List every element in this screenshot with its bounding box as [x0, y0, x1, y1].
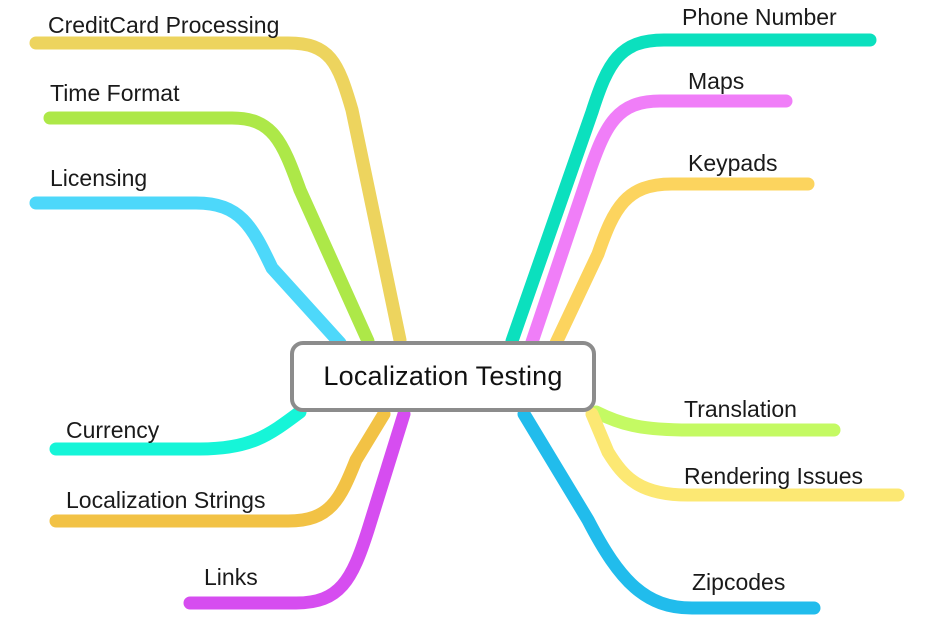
- branch-connector[interactable]: [525, 94, 793, 349]
- branch-connector[interactable]: [29, 196, 347, 350]
- branch-connector[interactable]: [517, 407, 821, 615]
- branch-label[interactable]: Currency: [66, 417, 160, 443]
- branch-label[interactable]: CreditCard Processing: [48, 12, 280, 38]
- branch-connector[interactable]: [49, 405, 307, 456]
- branch-label[interactable]: Rendering Issues: [684, 463, 863, 489]
- branch-label[interactable]: Phone Number: [682, 4, 837, 30]
- branch-label[interactable]: Zipcodes: [692, 569, 786, 595]
- branch-label[interactable]: Licensing: [50, 165, 148, 191]
- root-node-label: Localization Testing: [323, 361, 563, 391]
- branch-connector[interactable]: [49, 407, 391, 528]
- branch-connector[interactable]: [585, 407, 905, 502]
- branch-label[interactable]: Time Format: [50, 80, 180, 106]
- branch-connector[interactable]: [183, 407, 411, 610]
- root-node[interactable]: Localization Testing: [290, 341, 596, 412]
- branch-connector[interactable]: [505, 33, 877, 348]
- branch-label[interactable]: Links: [204, 564, 258, 590]
- branch-connector[interactable]: [29, 36, 407, 347]
- branch-label[interactable]: Maps: [688, 68, 745, 94]
- branch-connector[interactable]: [589, 405, 841, 437]
- branch-label[interactable]: Translation: [684, 396, 797, 422]
- branch-connector[interactable]: [43, 111, 375, 348]
- branch-label[interactable]: Localization Strings: [66, 487, 266, 513]
- branch-connector[interactable]: [549, 177, 815, 350]
- branch-label[interactable]: Keypads: [688, 150, 778, 176]
